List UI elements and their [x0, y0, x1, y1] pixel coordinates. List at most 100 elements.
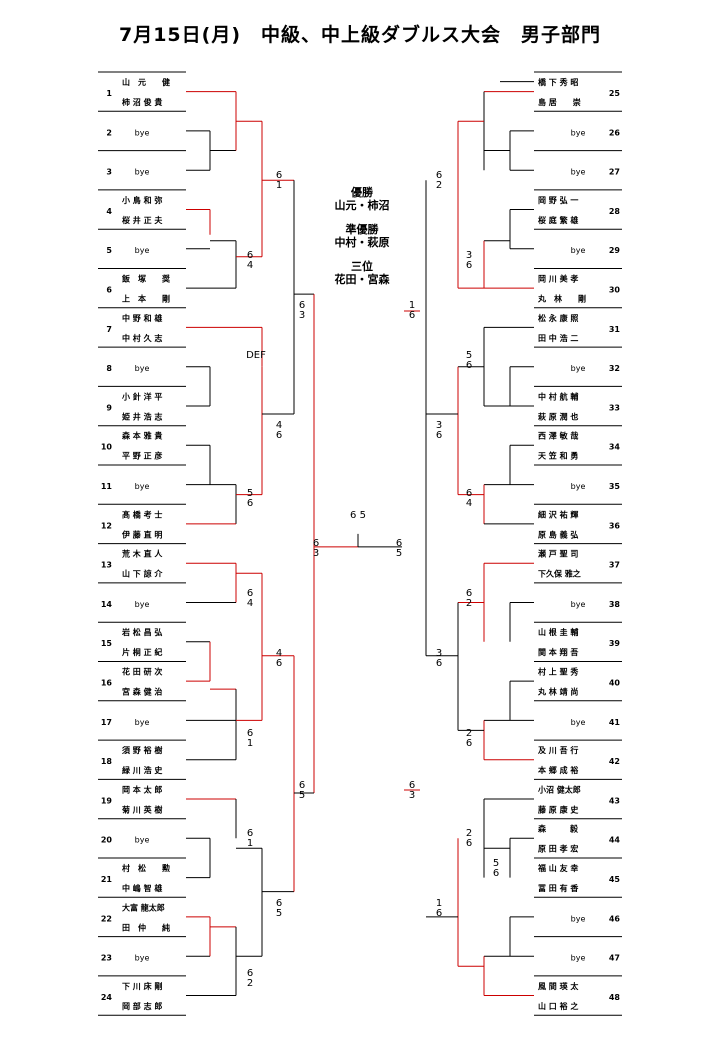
bye-label: bye: [571, 168, 586, 177]
third-place-label: 三位: [351, 260, 373, 273]
page-title: 7月15日(月) 中級、中上級ダブルス大会 男子部門: [118, 24, 602, 46]
bye-label: bye: [571, 914, 586, 923]
player-name: 森 毅: [538, 824, 579, 834]
slot-number: 10: [101, 443, 113, 452]
player-name: 山 根 圭 輔: [538, 627, 578, 637]
slot-number: 37: [609, 561, 620, 570]
bye-label: bye: [135, 718, 150, 727]
player-name: 髙 橋 考 士: [122, 509, 162, 519]
slot-number: 29: [609, 246, 621, 255]
slot-number: 25: [609, 89, 621, 98]
slot-number: 19: [101, 796, 113, 805]
slot-number: 18: [101, 757, 113, 766]
slot-number: 44: [609, 836, 621, 845]
player-name: 萩 原 潤 也: [537, 411, 578, 421]
player-name: 飯 塚 奨: [121, 274, 171, 284]
player-name: 冨 田 有 香: [538, 883, 579, 893]
slot-number: 34: [609, 443, 621, 452]
bye-label: bye: [571, 246, 586, 255]
bye-label: bye: [135, 168, 150, 177]
player-name: 西 澤 敏 哉: [538, 431, 578, 441]
player-name: 宮 森 健 治: [122, 687, 162, 697]
player-name: 島 居 崇: [538, 97, 581, 107]
champion-label: 優勝: [351, 186, 373, 199]
player-name: 藤 原 康 史: [537, 804, 579, 814]
player-name: 須 野 裕 樹: [121, 745, 162, 755]
third-place-names: 花田・宮森: [334, 273, 390, 286]
player-name: 柿 沼 俊 貴: [122, 97, 162, 107]
slot-number: 1: [106, 89, 112, 98]
player-name: 原 島 義 弘: [538, 529, 578, 539]
slot-number: 9: [106, 403, 112, 412]
bye-label: bye: [135, 954, 150, 963]
player-name: 伊 藤 直 明: [121, 529, 162, 539]
slot-number: 12: [101, 521, 112, 530]
player-name: 丸 林 剛: [537, 294, 586, 304]
results-block: 優勝 山元・柿沼 準優勝 中村・萩原 三位 花田・宮森: [332, 186, 392, 286]
bye-label: bye: [571, 128, 586, 137]
player-name: 菊 川 英 樹: [121, 804, 162, 814]
champion-names: 山元・柿沼: [334, 199, 390, 212]
player-name: 山 元 健: [122, 77, 170, 87]
player-name: 岡 部 志 郎: [122, 1001, 162, 1011]
slot-number: 24: [101, 993, 113, 1002]
score-final-top: 6 5: [350, 510, 366, 521]
slot-number: 20: [101, 836, 113, 845]
player-name: 小沼 健太郎: [537, 784, 581, 794]
player-name: 中 村 航 輔: [538, 391, 578, 401]
slot-number: 46: [609, 914, 621, 923]
slot-number: 11: [101, 482, 113, 491]
slot-number: 2: [106, 128, 112, 137]
player-name: 松 永 康 照: [538, 313, 578, 323]
player-name: 中 村 久 志: [122, 333, 162, 343]
player-name: 大富 龍太郎: [122, 902, 165, 912]
player-name: 荒 木 直 人: [121, 549, 163, 559]
slot-number: 16: [101, 679, 113, 688]
slot-number: 8: [106, 364, 112, 373]
bye-label: bye: [135, 482, 150, 491]
player-name: 花 田 研 次: [122, 667, 162, 677]
player-name: 風 間 瑛 太: [538, 981, 579, 991]
bye-label: bye: [135, 836, 150, 845]
player-name: 瀬 戸 聖 司: [538, 549, 578, 559]
slot-number: 35: [609, 482, 621, 491]
slot-number: 7: [106, 325, 112, 334]
player-name: 田 中 浩 二: [538, 333, 578, 343]
slot-number: 6: [106, 286, 112, 295]
slot-number: 38: [609, 600, 621, 609]
slot-number: 41: [609, 718, 621, 727]
player-name: 山 口 裕 之: [538, 1001, 578, 1011]
player-name: 山 下 諒 介: [122, 569, 163, 579]
player-name: 村 松 勲: [122, 863, 170, 873]
slot-number: 30: [609, 286, 621, 295]
player-name: 原 田 孝 宏: [538, 844, 578, 854]
slot-number: 26: [609, 128, 621, 137]
bye-label: bye: [571, 482, 586, 491]
bye-label: bye: [135, 246, 150, 255]
bye-label: bye: [135, 128, 150, 137]
runner-up-names: 中村・萩原: [334, 236, 390, 249]
player-name: 平 野 正 彦: [122, 451, 162, 461]
player-name: 田 仲 純: [122, 922, 170, 932]
player-name: 小 鳥 和 弥: [121, 195, 162, 205]
runner-up-label: 準優勝: [345, 223, 379, 236]
slot-number: 28: [609, 207, 621, 216]
